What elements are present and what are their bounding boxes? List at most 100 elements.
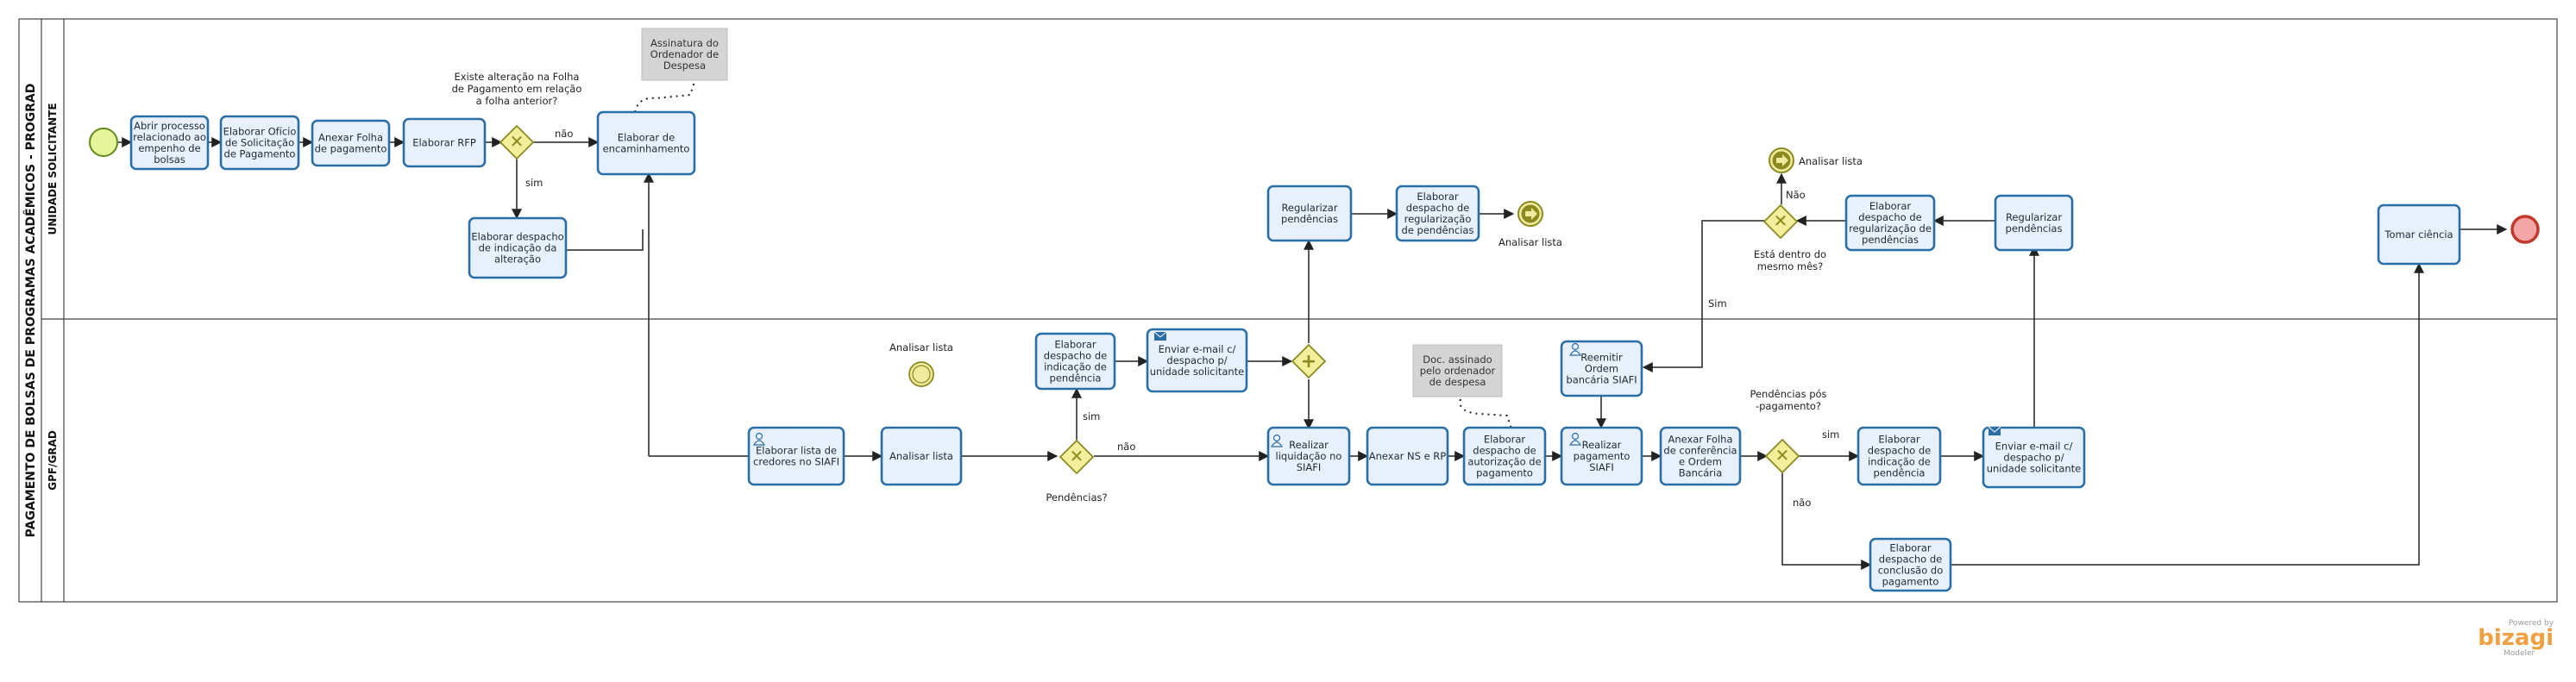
task-box xyxy=(1266,185,1353,242)
lane-title-unidade: UNIDADE SOLICITANTE xyxy=(47,103,59,235)
task-label: Elaborar lista de xyxy=(756,445,837,457)
task-label: autorização de xyxy=(1467,456,1541,468)
task-label: regularização de xyxy=(1849,222,1932,235)
user-icon xyxy=(1270,434,1284,447)
pool: PAGAMENTO DE BOLSAS DE PROGRAMAS ACADÊMI… xyxy=(18,18,2558,603)
task-label: Anexar Folha xyxy=(318,132,383,144)
task-label: Tomar ciência xyxy=(2384,228,2453,241)
task-label: unidade solicitante xyxy=(1150,366,1245,378)
flow-label-nao: não xyxy=(555,128,573,140)
task-box xyxy=(1034,332,1116,391)
task-box xyxy=(2377,203,2461,266)
task-t24: Tomar ciência xyxy=(2377,203,2461,266)
task-label: Reemitir xyxy=(1580,352,1623,364)
svg-text:✕: ✕ xyxy=(510,131,525,152)
annotation-label: pelo ordenador xyxy=(1420,365,1496,377)
task-box xyxy=(1266,426,1351,486)
task-label: Anexar NS e RP xyxy=(1369,450,1447,462)
task-label: despacho de xyxy=(1406,202,1469,214)
task-box xyxy=(1366,426,1449,486)
task-label: Elaborar xyxy=(1484,434,1526,446)
task-box xyxy=(1857,426,1942,486)
task-label: Elaborar xyxy=(1417,191,1459,203)
start-event xyxy=(89,128,118,157)
task-label: Analisar lista xyxy=(889,450,953,462)
task-label: regularização xyxy=(1404,213,1472,225)
task-box xyxy=(596,110,696,176)
task-label: pagamento xyxy=(1882,576,1939,588)
task-label: credores no SIAFI xyxy=(753,456,839,468)
exclusive-gateway-mesmo-mes: ✕ xyxy=(1762,203,1799,240)
task-label: e Ordem xyxy=(1679,456,1722,468)
task-label: pagamento xyxy=(1574,450,1630,462)
task-label: Anexar Folha xyxy=(1668,434,1732,446)
task-label: de indicação da xyxy=(479,242,557,254)
task-label: bolsas xyxy=(154,153,185,166)
task-box xyxy=(1869,537,1952,592)
gateway-question-line: de Pagamento em relação xyxy=(452,83,582,95)
task-box xyxy=(880,426,963,486)
task-label: Elaborar xyxy=(1054,339,1096,351)
task-label: de pagamento xyxy=(315,143,387,155)
task-t4: Elaborar RFP xyxy=(402,117,487,168)
task-label: unidade solicitante xyxy=(1987,463,2082,475)
task-t20: Enviar e-mail c/despacho p/unidade solic… xyxy=(1982,426,2086,489)
gateway-label-pendencias-pos: -pagamento? xyxy=(1756,400,1821,412)
task-label: despacho de xyxy=(1473,445,1536,457)
annotation-box xyxy=(1412,344,1503,397)
task-label: liquidação no xyxy=(1276,450,1342,462)
task-label: bancária SIAFI xyxy=(1566,374,1637,386)
task-box xyxy=(1146,328,1248,393)
gateway-question-line: Existe alteração na Folha xyxy=(455,71,580,83)
task-label: pendências xyxy=(1862,234,1919,246)
event-label-analisar-lista: Analisar lista xyxy=(1799,155,1863,167)
task-t8: Analisar lista xyxy=(880,426,963,486)
task-label: Ordem xyxy=(1585,363,1618,375)
annotation-box xyxy=(641,28,728,81)
task-box xyxy=(747,426,845,486)
flow-label-sim: sim xyxy=(525,177,543,189)
product-text: Modeler xyxy=(2504,649,2535,658)
gateway-label-mesmo-mes: Está dentro do xyxy=(1754,248,1826,260)
task-box xyxy=(129,115,210,171)
task-box xyxy=(402,117,487,168)
user-icon xyxy=(752,432,766,446)
task-t14: Anexar NS e RP xyxy=(1366,426,1449,486)
task-label: Enviar e-mail c/ xyxy=(1159,343,1236,355)
task-label: de Solicitação xyxy=(225,137,294,149)
event-label-analisar-lista: Analisar lista xyxy=(1498,236,1562,248)
task-label: indicação de xyxy=(1868,456,1931,468)
task-label: conclusão do xyxy=(1878,565,1944,577)
message-icon xyxy=(1153,331,1167,341)
task-label: SIAFI xyxy=(1297,461,1322,473)
task-label: Elaborar RFP xyxy=(412,137,476,149)
gateway-label-pendencias: Pendências? xyxy=(1046,491,1107,504)
task-box xyxy=(1844,194,1936,252)
task-label: Regularizar xyxy=(2006,211,2062,223)
annotation-label: Doc. assinado xyxy=(1423,354,1492,366)
task-label: Abrir processo xyxy=(134,120,205,132)
task-label: de pendências xyxy=(1402,224,1474,236)
user-icon xyxy=(1568,342,1582,356)
task-label: Elaborar xyxy=(1869,200,1912,212)
exclusive-gateway-pendencias: ✕ xyxy=(1059,439,1095,475)
svg-text:✕: ✕ xyxy=(1775,445,1790,466)
flow-label-sim: sim xyxy=(1822,429,1839,441)
task-label: Regularizar xyxy=(1281,202,1337,214)
task-label: Realizar xyxy=(1289,439,1329,451)
task-label: despacho p/ xyxy=(1166,354,1227,366)
task-label: alteração xyxy=(494,253,541,266)
